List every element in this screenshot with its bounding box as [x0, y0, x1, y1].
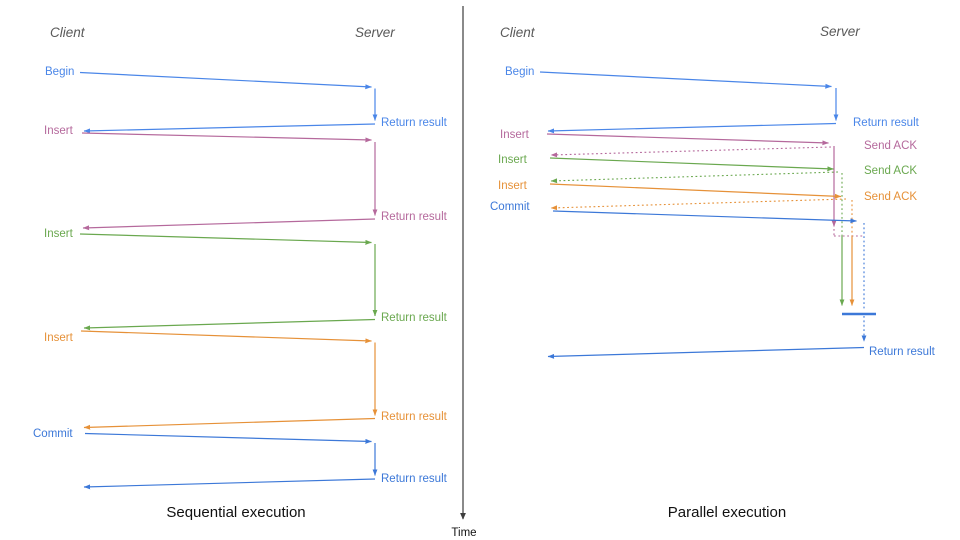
parallel-panel: Client Server Begin Return result Insert…: [490, 24, 936, 521]
seq-step-insert-3: Insert Return result: [44, 330, 448, 430]
seq-insert2-request-arrow: [79, 233, 372, 245]
seq-insert1-response-label: Return result: [381, 211, 448, 223]
sequential-panel: Client Server Begin Return result Insert…: [33, 25, 448, 521]
par-step-begin: Begin Return result: [505, 66, 920, 134]
par-insert2-ack-label: Send ACK: [864, 165, 917, 177]
seq-insert1-request-arrow: [81, 132, 372, 143]
par-step-insert-1: Insert Send ACK: [500, 129, 917, 237]
seq-step-begin: Begin Return result: [45, 66, 448, 134]
par-insert3-label: Insert: [498, 180, 528, 192]
par-step-insert-3: Insert Send ACK: [498, 180, 917, 306]
par-commit-label: Commit: [490, 201, 530, 213]
seq-step-insert-2: Insert Return result: [44, 228, 448, 331]
seq-insert3-response-label: Return result: [381, 411, 448, 423]
par-insert1-label: Insert: [500, 129, 530, 141]
par-server-header: Server: [820, 24, 860, 39]
par-begin-label: Begin: [505, 66, 534, 78]
par-insert3-ack-arrow: [550, 198, 847, 211]
par-insert1-ack-arrow: [550, 146, 832, 158]
par-insert2-label: Insert: [498, 154, 528, 166]
par-step-insert-2: Insert Send ACK: [498, 154, 917, 306]
seq-step-insert-1: Insert Return result: [44, 125, 448, 231]
par-insert1-ack-label: Send ACK: [864, 140, 917, 152]
seq-insert3-request-arrow: [80, 330, 372, 344]
seq-begin-response-label: Return result: [381, 117, 448, 129]
par-step-commit: Commit Return result: [490, 201, 936, 359]
par-begin-request-arrow: [539, 71, 832, 89]
seq-step-commit: Commit Return result: [33, 428, 448, 490]
seq-commit-request-arrow: [84, 432, 372, 444]
seq-insert2-label: Insert: [44, 228, 74, 240]
seq-insert3-response-arrow: [83, 417, 376, 430]
seq-commit-label: Commit: [33, 428, 73, 440]
seq-server-header: Server: [355, 25, 395, 40]
seq-insert2-response-label: Return result: [381, 312, 448, 324]
seq-commit-response-label: Return result: [381, 473, 448, 485]
par-insert1-request-arrow: [546, 133, 829, 146]
seq-insert1-label: Insert: [44, 125, 74, 137]
par-commit-request-arrow: [552, 210, 857, 224]
seq-insert1-response-arrow: [82, 218, 376, 231]
seq-begin-label: Begin: [45, 66, 74, 78]
seq-begin-response-arrow: [83, 123, 376, 134]
seq-commit-response-arrow: [83, 478, 376, 490]
par-insert2-request-arrow: [549, 157, 834, 172]
par-begin-response-arrow: [547, 122, 837, 134]
par-begin-response-label: Return result: [853, 117, 920, 129]
time-axis: Time: [451, 6, 477, 539]
par-client-header: Client: [500, 25, 536, 40]
seq-insert2-response-arrow: [83, 318, 376, 331]
time-axis-label: Time: [451, 527, 476, 539]
par-insert2-ack-arrow: [550, 171, 839, 184]
par-insert3-ack-label: Send ACK: [864, 191, 917, 203]
par-commit-response-arrow: [547, 346, 865, 359]
par-commit-response-label: Return result: [869, 346, 936, 358]
par-insert3-request-arrow: [549, 183, 842, 199]
seq-client-header: Client: [50, 25, 86, 40]
seq-insert3-label: Insert: [44, 332, 74, 344]
seq-begin-request-arrow: [79, 71, 372, 90]
parallel-title: Parallel execution: [668, 504, 786, 521]
sequential-title: Sequential execution: [166, 504, 305, 521]
